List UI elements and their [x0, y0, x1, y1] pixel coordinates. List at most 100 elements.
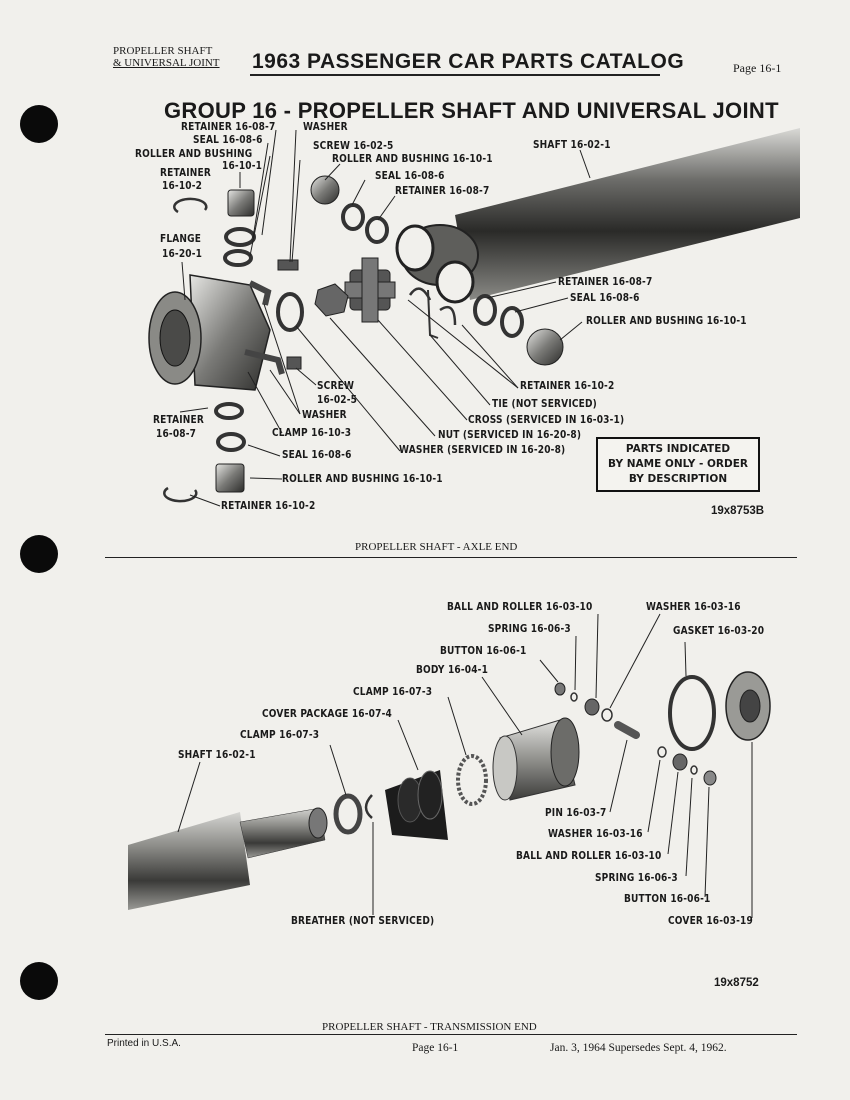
- label-retainer-left-num: 16-10-2: [162, 180, 203, 192]
- label-ball-roller-bottom: BALL AND ROLLER 16-03-10: [516, 850, 662, 862]
- label-nut: NUT (SERVICED IN 16-20-8): [438, 429, 582, 441]
- ball-roller-top: [584, 698, 600, 716]
- label-washer-top: WASHER 16-03-16: [646, 601, 741, 613]
- header-page: Page 16-1: [733, 61, 782, 75]
- axle-leader-lines: [179, 129, 591, 507]
- label-roller-bushing-right: ROLLER AND BUSHING 16-10-1: [586, 315, 747, 327]
- trans-clamp-lower: [333, 793, 363, 835]
- pin: [614, 721, 640, 739]
- label-breather: BREATHER (NOT SERVICED): [291, 915, 435, 927]
- roller-bushing-cap-top: [310, 175, 340, 205]
- label-button-bottom: BUTTON 16-06-1: [624, 893, 711, 905]
- section-line-2: & UNIVERSAL JOINT: [113, 57, 220, 69]
- note-line-1: PARTS INDICATED: [625, 443, 731, 455]
- seal-rings: [214, 203, 524, 452]
- end-cover: [725, 671, 771, 741]
- header-rule: [250, 74, 660, 76]
- label-roller-bushing-top: ROLLER AND BUSHING 16-10-1: [332, 153, 493, 165]
- spring-bottom: [690, 765, 698, 775]
- trans-clamp-upper: [456, 754, 488, 806]
- clamp-lower: [244, 349, 285, 375]
- note-line-3: BY DESCRIPTION: [628, 473, 728, 485]
- shaft-tube: [395, 128, 800, 304]
- binder-hole-bottom: [20, 962, 58, 1000]
- label-gasket: GASKET 16-03-20: [673, 625, 765, 637]
- label-cover-package: COVER PACKAGE 16-07-4: [262, 708, 392, 720]
- label-seal-16086-top: SEAL 16-08-6: [193, 134, 263, 146]
- label-retainer-16087-right: RETAINER 16-08-7: [558, 276, 653, 288]
- nut: [314, 283, 349, 317]
- trans-shaft: [128, 807, 328, 910]
- label-screw-16025-top: SCREW 16-02-5: [313, 140, 394, 152]
- catalog-title: 1963 PASSENGER CAR PARTS CATALOG: [252, 50, 685, 73]
- label-clamp-lower: CLAMP 16-07-3: [240, 729, 320, 741]
- footer-printed: Printed in U.S.A.: [107, 1038, 181, 1049]
- figure-id-trans: 19x8752: [714, 977, 759, 989]
- label-screw-lower-num: 16-02-5: [317, 394, 358, 406]
- divider-middle: [105, 557, 797, 558]
- label-retainer-lower-num: 16-08-7: [156, 428, 197, 440]
- label-retainer-16087-top: RETAINER 16-08-7: [181, 121, 276, 133]
- screw-upper: [277, 259, 299, 271]
- label-washer-serviced: WASHER (SERVICED IN 16-20-8): [399, 444, 566, 456]
- binder-hole-top: [20, 105, 58, 143]
- group-title: GROUP 16 - PROPELLER SHAFT AND UNIVERSAL…: [164, 98, 779, 123]
- label-clamp: CLAMP 16-10-3: [272, 427, 352, 439]
- washer-top: [601, 708, 613, 722]
- label-seal-16086-mid: SEAL 16-08-6: [375, 170, 445, 182]
- boot-cover-package: [385, 770, 448, 840]
- divider-footer: [105, 1034, 797, 1035]
- roller-bushing-cap-right: [526, 328, 564, 366]
- washer-bottom: [657, 746, 667, 758]
- binder-hole-middle: [20, 535, 58, 573]
- label-retainer-lower: RETAINER: [153, 414, 204, 426]
- screw-lower: [286, 356, 302, 370]
- section-line-1: PROPELLER SHAFT: [113, 45, 213, 57]
- label-shaft-axle: SHAFT 16-02-1: [533, 139, 611, 151]
- label-roller-bushing-left-num: 16-10-1: [222, 160, 263, 172]
- label-cross: CROSS (SERVICED IN 16-03-1): [468, 414, 625, 426]
- label-cover: COVER 16-03-19: [668, 915, 753, 927]
- label-ball-roller-top: BALL AND ROLLER 16-03-10: [447, 601, 593, 613]
- flange-yoke: [148, 274, 271, 391]
- cross-part: [344, 257, 396, 323]
- button-top: [554, 682, 566, 696]
- button-bottom: [703, 770, 717, 786]
- snap-retainers: [163, 197, 457, 503]
- footer-date: Jan. 3, 1964 Supersedes Sept. 4, 1962.: [550, 1042, 727, 1054]
- label-washer-bottom: WASHER 16-03-16: [548, 828, 643, 840]
- label-screw-lower: SCREW: [317, 380, 355, 392]
- label-spring-bottom: SPRING 16-06-3: [595, 872, 678, 884]
- footer-page: Page 16-1: [412, 1042, 459, 1054]
- parts-note-box: PARTS INDICATED BY NAME ONLY - ORDER BY …: [596, 437, 760, 492]
- label-retainer-bottom: RETAINER 16-10-2: [221, 500, 316, 512]
- label-shaft-trans: SHAFT 16-02-1: [178, 749, 256, 761]
- section-label: PROPELLER SHAFT & UNIVERSAL JOINT: [113, 45, 220, 69]
- gasket: [668, 675, 716, 751]
- label-retainer-left: RETAINER: [160, 167, 211, 179]
- label-button-top: BUTTON 16-06-1: [440, 645, 527, 657]
- note-line-2: BY NAME ONLY - ORDER: [608, 458, 748, 470]
- label-clamp-upper: CLAMP 16-07-3: [353, 686, 433, 698]
- label-spring-top: SPRING 16-06-3: [488, 623, 571, 635]
- label-roller-bushing-bottom: ROLLER AND BUSHING 16-10-1: [282, 473, 443, 485]
- label-washer-top: WASHER: [303, 121, 348, 133]
- clamp-upper: [248, 280, 272, 306]
- figure-id-axle: 19x8753B: [711, 505, 765, 517]
- label-retainer-16102-right: RETAINER 16-10-2: [520, 380, 615, 392]
- caption-transmission-end: PROPELLER SHAFT - TRANSMISSION END: [322, 1021, 537, 1033]
- roller-bushing-cap-lower: [215, 463, 245, 493]
- label-washer-lower: WASHER: [302, 409, 347, 421]
- label-seal-lower: SEAL 16-08-6: [282, 449, 352, 461]
- label-tie: TIE (NOT SERVICED): [492, 398, 597, 410]
- label-retainer-16087-mid: RETAINER 16-08-7: [395, 185, 490, 197]
- spring-top: [570, 692, 578, 702]
- label-pin: PIN 16-03-7: [545, 807, 607, 819]
- label-body: BODY 16-04-1: [416, 664, 489, 676]
- label-flange: FLANGE: [160, 233, 202, 245]
- ball-roller-bottom: [672, 753, 688, 771]
- label-seal-16086-right: SEAL 16-08-6: [570, 292, 640, 304]
- label-roller-bushing-left: ROLLER AND BUSHING: [135, 148, 253, 160]
